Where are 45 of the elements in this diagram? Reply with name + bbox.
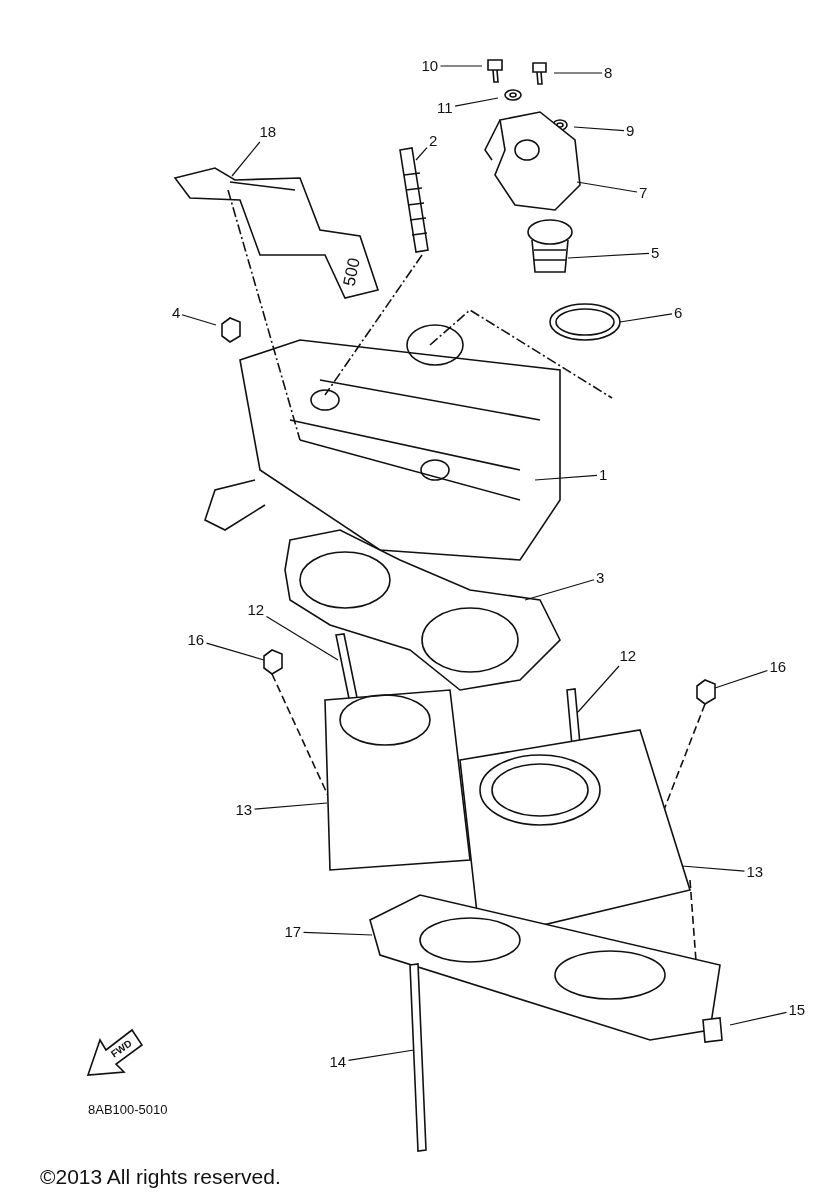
callout-number: 12 <box>247 601 265 619</box>
leader-line <box>534 474 598 481</box>
decal-text: 500 <box>339 256 365 288</box>
callout-number: 13 <box>235 801 253 819</box>
leader-line <box>415 147 428 161</box>
callout-number: 12 <box>619 647 637 665</box>
leader-line <box>265 615 339 661</box>
leader-line <box>454 97 499 107</box>
callout-number: 3 <box>596 569 605 587</box>
callout-number: 1 <box>599 466 608 484</box>
leader-line <box>573 126 625 132</box>
leader-line <box>302 931 373 936</box>
callout-number: 15 <box>788 1001 806 1019</box>
callout-number: 13 <box>746 863 764 881</box>
callout-number: 16 <box>769 658 787 676</box>
leader-line <box>439 65 483 67</box>
leader-line <box>619 313 673 323</box>
callout-number: 8 <box>604 64 613 82</box>
callout-number: 6 <box>674 304 683 322</box>
leader-line <box>729 1011 788 1026</box>
callout-number: 18 <box>259 123 277 141</box>
leader-line <box>567 252 650 259</box>
leader-line <box>577 665 620 713</box>
callout-number: 11 <box>437 99 453 117</box>
leader-line <box>524 579 595 601</box>
callout-number: 7 <box>639 184 648 202</box>
callout-number: 2 <box>429 132 438 150</box>
leader-line <box>553 72 603 74</box>
leader-line <box>181 314 217 326</box>
leader-line <box>681 865 746 872</box>
callout-number: 5 <box>651 244 660 262</box>
callout-number: 14 <box>329 1053 347 1071</box>
leader-line <box>347 1049 415 1061</box>
callout-number: 16 <box>187 631 205 649</box>
callout-number: 9 <box>626 122 635 140</box>
part-code: 8AB100-5010 <box>88 1102 168 1117</box>
leader-line <box>205 642 265 661</box>
callout-number: 17 <box>284 923 302 941</box>
leader-line <box>714 669 769 689</box>
copyright-notice: ©2013 All rights reserved. <box>40 1165 281 1189</box>
leader-line <box>231 141 261 177</box>
callout-number: 4 <box>172 304 181 322</box>
callout-number: 10 <box>421 57 439 75</box>
leader-line <box>253 802 328 810</box>
leader-line <box>576 181 638 193</box>
